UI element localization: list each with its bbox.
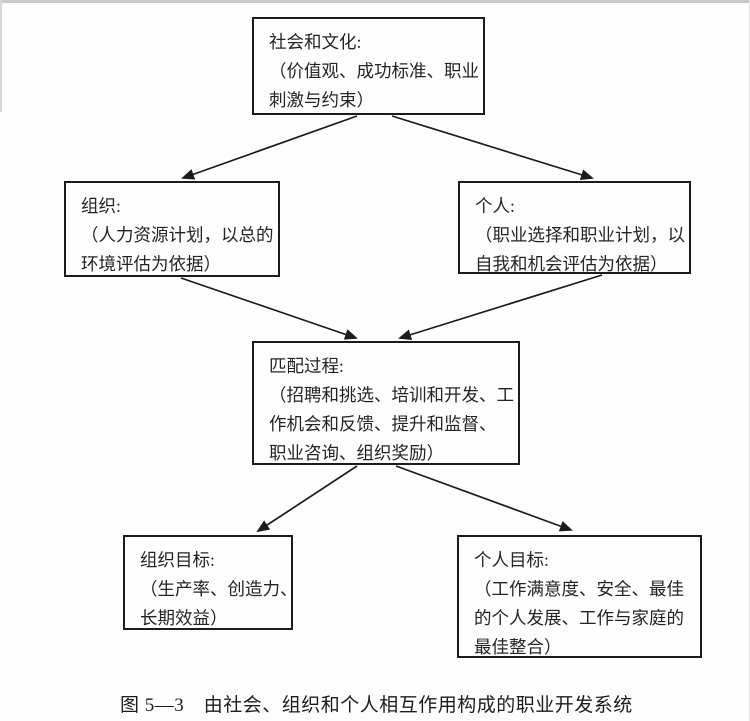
node-line: 职业咨询、组织奖励） <box>269 443 444 463</box>
node-line: 组织: <box>81 196 121 216</box>
node-line: （招聘和挑选、培训和开发、工 <box>269 385 514 405</box>
arrow-society-to-individual <box>391 115 594 180</box>
node-line: 长期效益） <box>140 608 228 628</box>
node-line: （职业选择和职业计划，以 <box>475 225 685 245</box>
node-organization: 组织: （人力资源计划，以总的 环境评估为依据） <box>64 181 280 277</box>
node-line: （生产率、创造力、 <box>140 579 298 599</box>
node-line: 组织目标: <box>140 550 215 570</box>
node-line: 个人: <box>475 196 515 216</box>
node-line: （人力资源计划，以总的 <box>81 225 274 245</box>
node-line: 的个人发展、工作与家庭的 <box>474 608 684 628</box>
node-line: 个人目标: <box>474 550 549 570</box>
node-line: 作机会和反馈、提升和监督、 <box>269 414 497 434</box>
figure-caption: 图 5—3 由社会、组织和个人相互作用构成的职业开发系统 <box>120 695 633 716</box>
node-line: （价值观、成功标准、职业 <box>269 61 479 81</box>
arrow-individual-to-matching <box>398 274 603 340</box>
arrow-society-to-organization <box>181 115 358 180</box>
node-matching-process: 匹配过程: （招聘和挑选、培训和开发、工 作机会和反馈、提升和监督、 职业咨询、… <box>252 341 520 465</box>
node-line: 刺激与约束） <box>269 90 374 110</box>
node-line: 最佳整合） <box>474 637 562 657</box>
node-organization-goals: 组织目标: （生产率、创造力、 长期效益） <box>123 535 298 630</box>
node-line: 环境评估为依据） <box>81 254 221 274</box>
arrow-matching-to-personal-goals <box>395 465 573 532</box>
arrow-organization-to-matching <box>180 277 358 340</box>
node-line: （工作满意度、安全、最佳 <box>474 579 684 599</box>
scan-edge-top <box>0 0 750 3</box>
scan-edge-left <box>0 0 2 112</box>
node-line: 匹配过程: <box>269 356 344 376</box>
node-society-and-culture: 社会和文化: （价值观、成功标准、职业 刺激与约束） <box>252 17 485 115</box>
arrow-matching-to-organization-goals <box>256 465 358 533</box>
node-personal-goals: 个人目标: （工作满意度、安全、最佳 的个人发展、工作与家庭的 最佳整合） <box>457 535 702 658</box>
node-individual: 个人: （职业选择和职业计划，以 自我和机会评估为依据） <box>458 181 691 274</box>
node-line: 社会和文化: <box>269 32 362 52</box>
node-line: 自我和机会评估为依据） <box>475 254 668 274</box>
